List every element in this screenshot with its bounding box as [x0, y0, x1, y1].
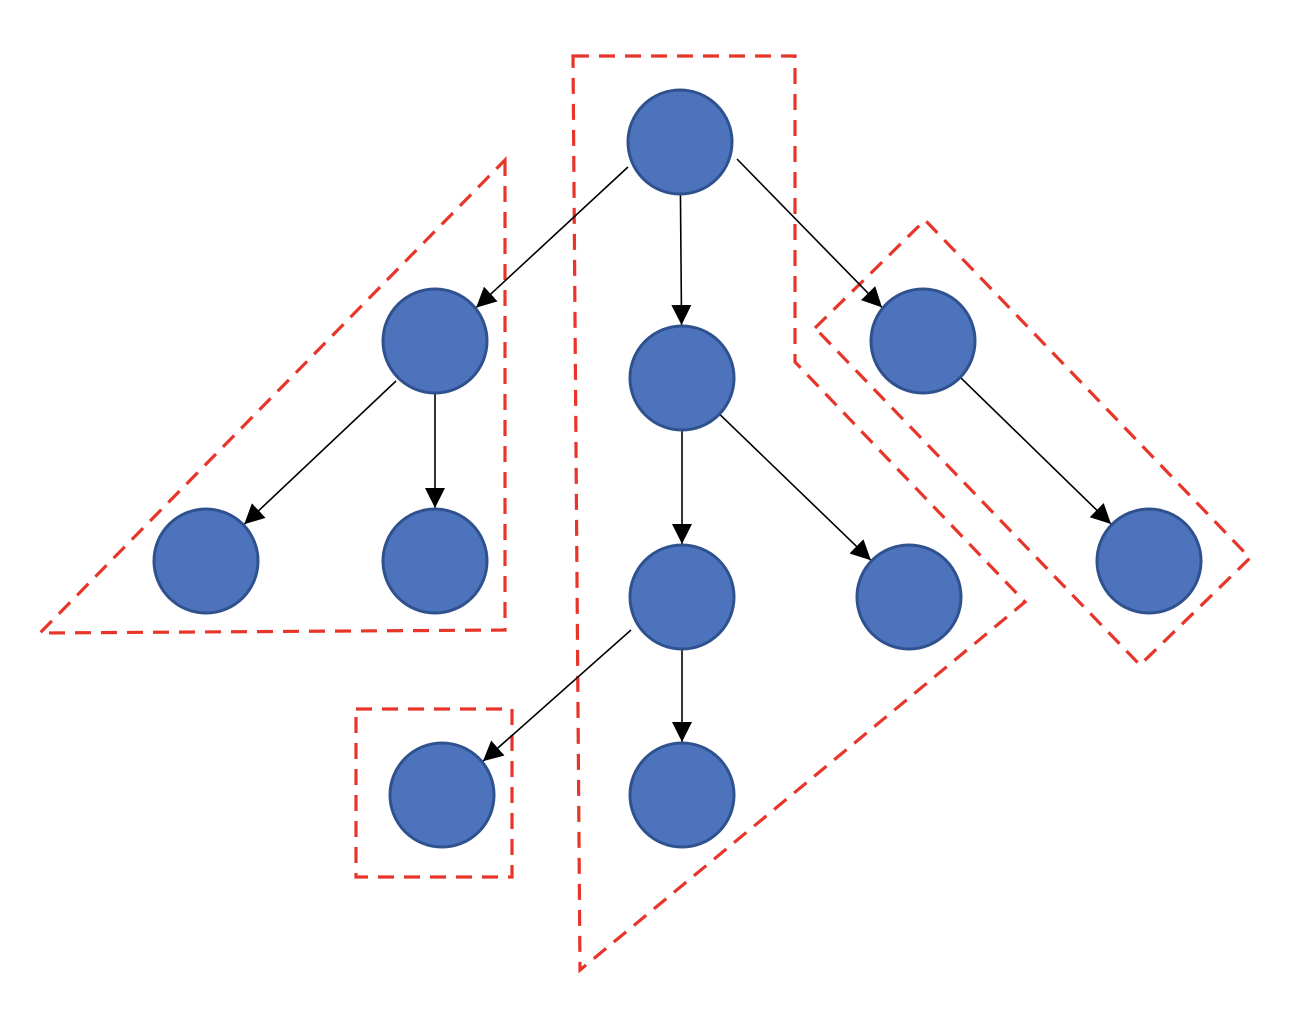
edge-n1-n3 — [671, 193, 692, 326]
group-outline-single — [354, 707, 514, 879]
edges — [243, 158, 1112, 762]
edge-n1-n2 — [475, 166, 629, 309]
edge-n7-n10 — [482, 629, 632, 762]
edge-n1-n4 — [736, 158, 883, 308]
node-n10 — [388, 741, 496, 849]
node-n9 — [1095, 507, 1203, 615]
node-n7 — [628, 543, 736, 651]
nodes — [152, 88, 1203, 849]
node-n1 — [626, 88, 734, 196]
group-outline-left — [36, 156, 507, 635]
edge-n2-n5 — [243, 380, 397, 525]
node-n11 — [628, 741, 736, 849]
edge-n4-n9 — [959, 376, 1112, 525]
node-n3 — [628, 324, 736, 432]
group-outlines — [36, 54, 1253, 974]
node-n5 — [152, 507, 260, 615]
node-n4 — [869, 287, 977, 395]
edge-n3-n8 — [718, 413, 872, 561]
node-n8 — [855, 543, 963, 651]
node-n2 — [381, 287, 489, 395]
node-n6 — [381, 507, 489, 615]
group-outline-center — [571, 54, 1028, 974]
